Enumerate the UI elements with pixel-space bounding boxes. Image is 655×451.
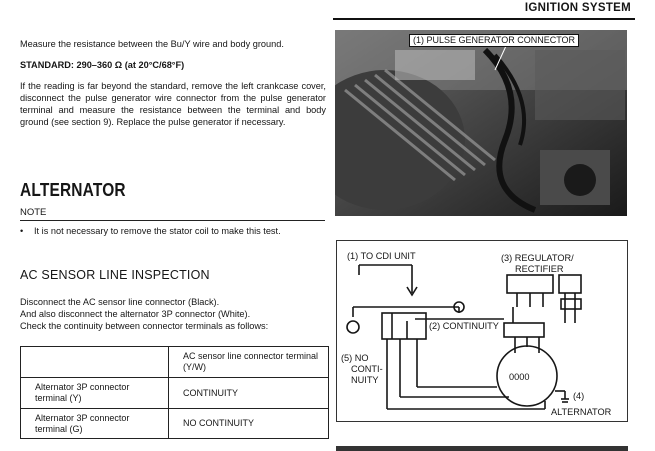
- table-row: Alternator 3P connector terminal (Y) CON…: [20, 377, 329, 409]
- standard-value: STANDARD: 290–360 Ω (at 20°C/68°F): [20, 60, 185, 70]
- instruction-paragraph: If the reading is far beyond the standar…: [20, 81, 326, 127]
- regulator-connector: [506, 274, 554, 294]
- regulator-connector-small: [558, 274, 582, 294]
- label-rectifier: RECTIFIER: [515, 264, 564, 274]
- pulse-generator-callout: (1) PULSE GENERATOR CONNECTOR: [409, 34, 580, 47]
- table-column-header: AC sensor line connector terminal (Y/W): [168, 346, 329, 378]
- header-rule: [333, 18, 635, 20]
- wiring-diagram: (1) TO CDI UNIT (3) REGULATOR/ RECTIFIER…: [336, 240, 628, 422]
- meter-ohm-symbol: [453, 301, 465, 313]
- alternator-3p-connector: [503, 322, 545, 338]
- note-item: • It is not necessary to remove the stat…: [20, 225, 325, 237]
- note-text: It is not necessary to remove the stator…: [34, 226, 281, 236]
- table-row-label: Alternator 3P connector terminal (G): [20, 408, 169, 439]
- table-row: Alternator 3P connector terminal (G) NO …: [20, 408, 329, 439]
- intro-block: Measure the resistance between the Bu/Y …: [20, 38, 326, 128]
- label-continuity: (2) CONTINUITY: [429, 321, 499, 331]
- label-no-continuity: (5) NO: [341, 353, 369, 363]
- label-no-continuity-2: CONTI-: [351, 364, 383, 374]
- instruction-line-2: And also disconnect the alternator 3P co…: [20, 309, 251, 319]
- instruction-line-1: Disconnect the AC sensor line connector …: [20, 297, 220, 307]
- ac-sensor-connector: [381, 312, 427, 340]
- label-no-continuity-3: NUITY: [351, 375, 379, 385]
- section-header-title: IGNITION SYSTEM: [524, 2, 631, 14]
- next-figure-edge: [336, 446, 628, 451]
- engine-photo-image: [335, 30, 627, 216]
- label-alternator: ALTERNATOR: [551, 407, 612, 417]
- meter-probe-left: [346, 320, 360, 334]
- alternator-heading: ALTERNATOR: [20, 180, 126, 200]
- note-label: NOTE: [20, 207, 47, 218]
- regulator-terminal-block: [560, 298, 582, 310]
- note-divider: [20, 220, 325, 221]
- label-cdi-unit: (1) TO CDI UNIT: [347, 251, 416, 261]
- table-row-value: CONTINUITY: [168, 377, 329, 409]
- engine-photo: [335, 30, 627, 216]
- cdi-arrow-head: [406, 286, 418, 297]
- measure-paragraph: Measure the resistance between the Bu/Y …: [20, 39, 284, 49]
- table-corner-cell: [20, 346, 169, 378]
- ac-sensor-instructions: Disconnect the AC sensor line connector …: [20, 296, 330, 332]
- alternator-coil: 0000: [509, 372, 529, 382]
- label-regulator: (3) REGULATOR/: [501, 253, 574, 263]
- table-header-row: AC sensor line connector terminal (Y/W): [20, 346, 329, 378]
- table-row-label: Alternator 3P connector terminal (Y): [20, 377, 169, 409]
- instruction-line-3: Check the continuity between connector t…: [20, 321, 269, 331]
- note-bullet: •: [20, 226, 24, 236]
- ac-sensor-heading: AC SENSOR LINE INSPECTION: [20, 268, 210, 282]
- continuity-table: AC sensor line connector terminal (Y/W) …: [20, 346, 329, 439]
- table-row-value: NO CONTINUITY: [168, 408, 329, 439]
- wiring-diagram-svg: (1) TO CDI UNIT (3) REGULATOR/ RECTIFIER…: [341, 251, 612, 417]
- label-alternator-number: (4): [573, 391, 584, 401]
